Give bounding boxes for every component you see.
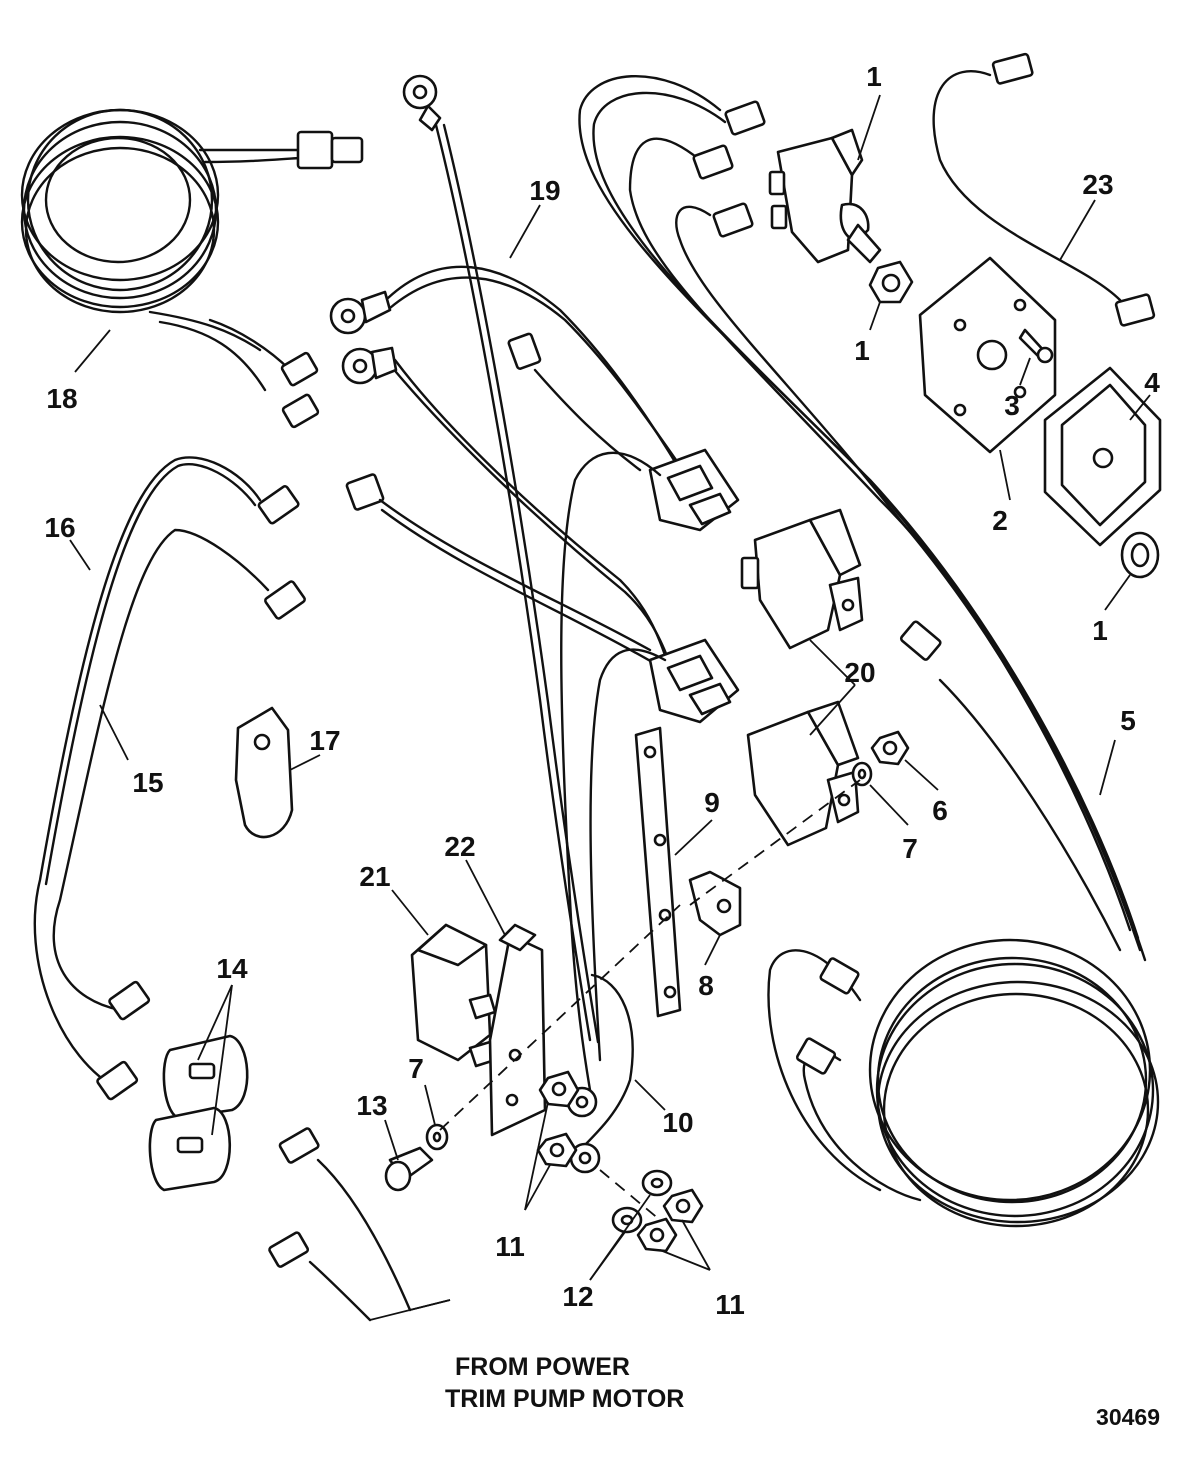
callout-23: 23 [1082,169,1113,200]
coiled-harness-18 [20,108,364,429]
washer-7-lower [425,1123,449,1151]
callout-1: 1 [866,61,882,92]
callout-19: 19 [529,175,560,206]
hex-nut-1 [868,260,914,304]
callout-3: 3 [1004,390,1020,421]
callout-17: 17 [309,725,340,756]
ground-wire [402,74,600,1044]
relay-20-lower [746,700,860,847]
callout-13: 13 [356,1090,387,1121]
callout-5: 5 [1120,705,1136,736]
main-harness-5 [578,75,1160,1228]
harness-16-15 [33,456,306,1101]
nut-6-washer-7 [851,730,910,787]
callout-8: 8 [698,970,714,1001]
gasket-4 [1043,366,1162,547]
clip-17 [234,706,294,839]
callout-12: 12 [562,1281,593,1312]
leader-lines [69,94,1151,1321]
circuit-breaker-21 [410,923,497,1068]
callout-6: 6 [932,795,948,826]
callout-22: 22 [444,831,475,862]
relay-socket-lower [648,638,740,724]
callout-11: 11 [495,1231,525,1262]
harness-10 [560,451,667,1174]
callout-7: 7 [408,1053,424,1084]
callout-2: 2 [992,505,1008,536]
callout-1: 1 [1092,615,1108,646]
bracket-9 [634,726,682,1018]
callout-20: 20 [844,657,875,688]
nuts-11-washers-12 [536,1070,704,1253]
callout-15: 15 [132,767,163,798]
callout-14: 14 [216,953,248,984]
mounting-plate-2 [918,256,1057,454]
assembly-lines [439,779,861,1221]
callout-4: 4 [1144,367,1160,398]
wire-23 [932,52,1156,327]
harness-19 [329,265,692,682]
callout-11: 11 [715,1289,745,1320]
relay-20-upper [740,508,864,650]
callout-18: 18 [46,383,77,414]
callout-labels: 1 1 1 2 3 4 5 6 7 7 8 9 10 11 11 12 13 1… [44,61,1160,1320]
washer-1 [1120,531,1160,579]
callout-1: 1 [854,335,870,366]
bracket-22 [488,923,547,1137]
caption-line-1: FROM POWER [455,1353,630,1381]
figure-number: 30469 [1096,1404,1160,1430]
pump-motor-leads [268,1127,412,1322]
callout-16: 16 [44,512,75,543]
callout-7: 7 [902,833,918,864]
screw-13 [384,1146,434,1192]
relay-socket-upper [648,448,740,532]
callout-21: 21 [359,861,390,892]
fuse-holders-14 [148,1034,249,1192]
bracket-8 [688,870,742,937]
caption-line-2: TRIM PUMP MOTOR [445,1385,684,1413]
callout-9: 9 [704,787,720,818]
screw-3 [1018,328,1054,364]
toggle-switch-1 [768,128,882,264]
callout-10: 10 [662,1107,693,1138]
